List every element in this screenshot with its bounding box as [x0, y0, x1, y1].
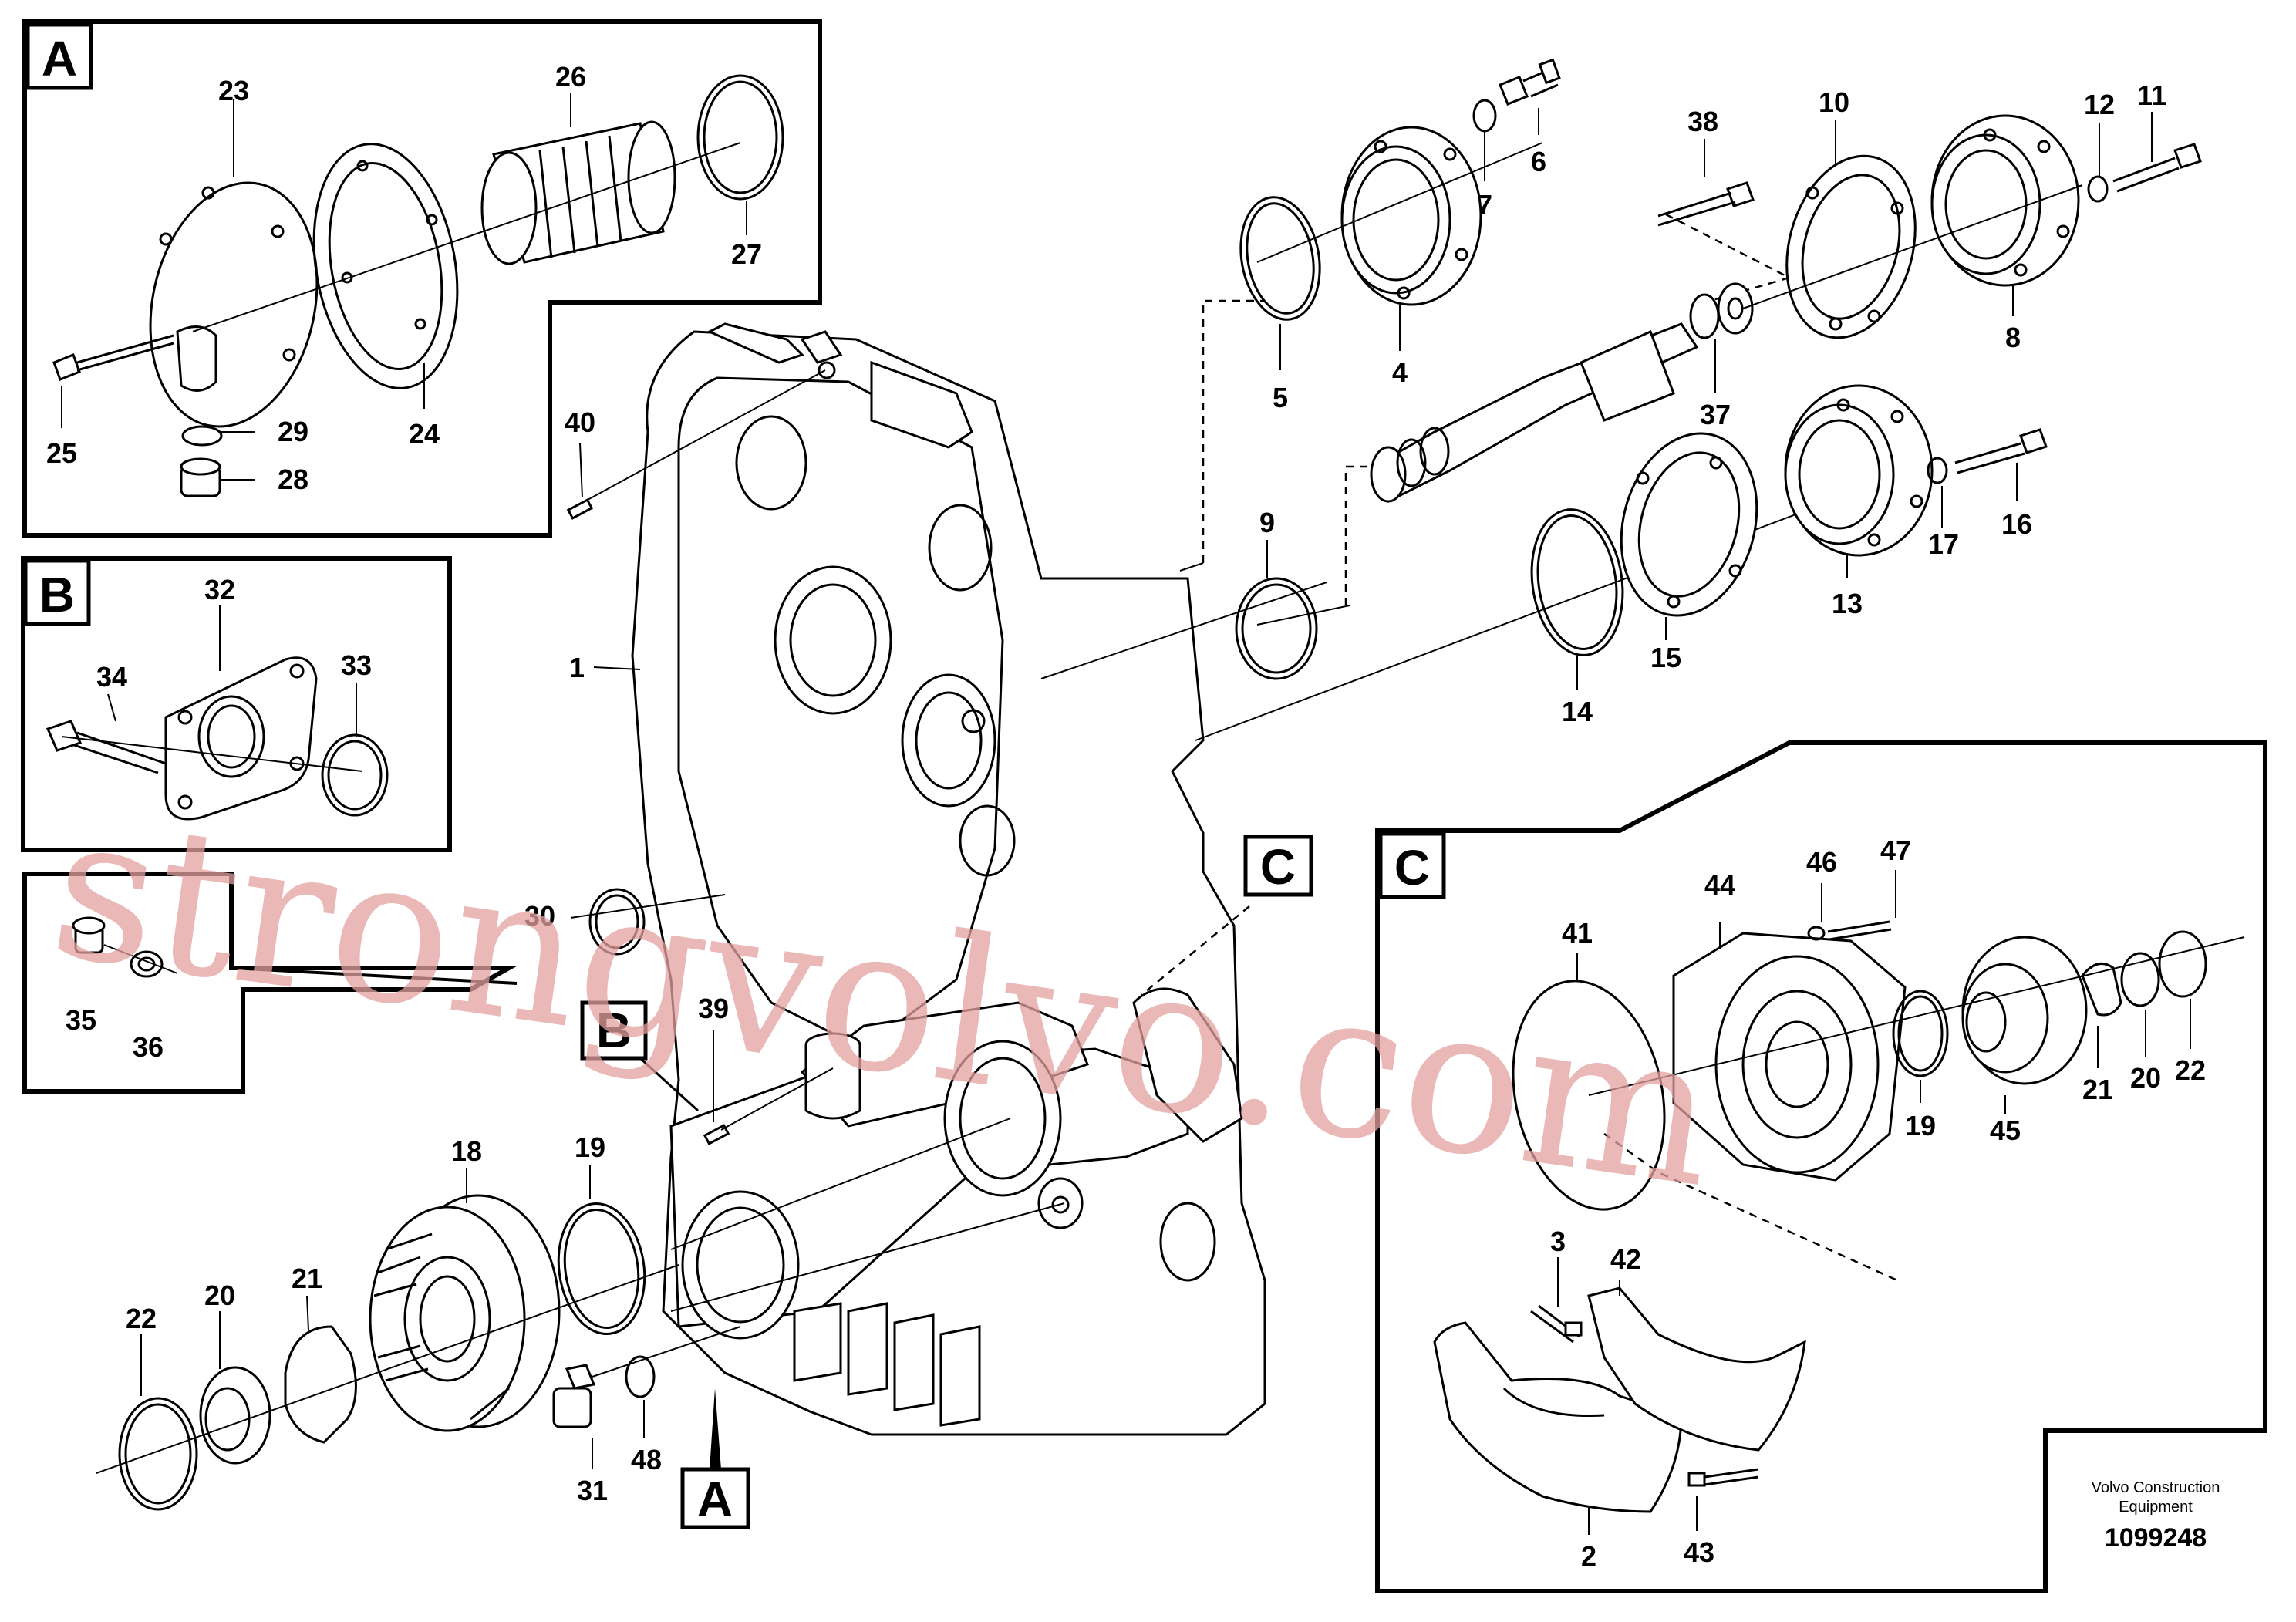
callout-b-label: B [596, 1003, 632, 1058]
shaft-assembly: 5 4 7 6 37 38 [1202, 58, 2202, 727]
part-label-38: 38 [1687, 106, 1718, 137]
part-label-23: 23 [218, 75, 249, 106]
part-label-43: 43 [1684, 1536, 1714, 1568]
part-label-19c: 19 [1905, 1110, 1936, 1141]
part-label-25: 25 [46, 437, 77, 469]
part-label-20: 20 [204, 1280, 235, 1311]
part-label-40: 40 [565, 406, 595, 438]
part-label-29: 29 [278, 416, 308, 447]
inset-b-label: B [39, 567, 75, 622]
part-label-3: 3 [1550, 1226, 1566, 1257]
part-label-47: 47 [1880, 835, 1911, 866]
part-label-26: 26 [555, 61, 586, 93]
part-label-8: 8 [2005, 322, 2021, 353]
part-label-20c: 20 [2130, 1062, 2161, 1094]
part-label-48: 48 [631, 1444, 662, 1475]
part-label-39: 39 [698, 993, 729, 1024]
part-label-16: 16 [2001, 508, 2032, 540]
callout-a-label: A [697, 1472, 733, 1527]
company-name-line2: Equipment [2119, 1499, 2193, 1516]
part-label-28: 28 [278, 464, 308, 495]
transmission-housing: 1 40 30 39 [524, 322, 1852, 1436]
part-label-27: 27 [731, 238, 762, 270]
drawing-number: 1099248 [2105, 1523, 2207, 1553]
output-flange-assembly: 18 19 21 20 22 31 48 [96, 1131, 741, 1511]
part-label-4: 4 [1392, 356, 1408, 388]
part-label-2: 2 [1581, 1540, 1596, 1572]
part-label-10: 10 [1819, 86, 1849, 118]
inset-a-label: A [42, 31, 77, 86]
part-label-14: 14 [1562, 696, 1593, 727]
inset-a: A [22, 19, 822, 538]
part-label-37: 37 [1700, 399, 1731, 430]
inset-c-label: C [1394, 840, 1430, 895]
inset-b: B 32 34 33 [21, 556, 452, 852]
part-label-22c: 22 [2175, 1054, 2206, 1086]
part-label-9: 9 [1259, 507, 1275, 538]
part-label-45: 45 [1990, 1114, 2021, 1146]
inset-c: C 41 44 46 47 19 45 21 [1375, 740, 2267, 1593]
part-label-13: 13 [1832, 588, 1863, 619]
callout-b: B [580, 1000, 700, 1112]
callout-c-label: C [1260, 839, 1296, 895]
part-label-46: 46 [1806, 846, 1837, 878]
part-label-44: 44 [1704, 869, 1735, 901]
callout-c: C [1141, 835, 1313, 996]
part-label-33: 33 [341, 649, 372, 681]
part-label-19: 19 [575, 1131, 605, 1163]
callout-a: A [680, 1388, 750, 1529]
part-label-21: 21 [292, 1263, 322, 1294]
part-label-34: 34 [96, 661, 127, 693]
part-label-36: 36 [133, 1031, 164, 1063]
part-label-22: 22 [126, 1303, 157, 1334]
part-label-41: 41 [1562, 917, 1593, 949]
company-name-line1: Volvo Construction [2092, 1479, 2220, 1496]
part-label-6: 6 [1531, 146, 1546, 177]
drawing-footer: Volvo Construction Equipment 1099248 [2092, 1479, 2220, 1553]
part-label-7: 7 [1477, 189, 1492, 221]
inset-plug: 35 36 [22, 872, 518, 1094]
part-label-17: 17 [1928, 528, 1959, 560]
part-label-24: 24 [409, 418, 440, 450]
part-label-35: 35 [66, 1004, 96, 1036]
part-label-32: 32 [204, 574, 235, 605]
part-label-5: 5 [1273, 382, 1288, 413]
part-label-21c: 21 [2082, 1074, 2113, 1105]
part-label-11: 11 [2137, 79, 2166, 111]
part-label-15: 15 [1650, 642, 1681, 673]
part-label-18: 18 [451, 1135, 482, 1167]
part-label-30: 30 [524, 900, 555, 932]
part-label-42: 42 [1610, 1243, 1641, 1275]
part-label-12: 12 [2084, 89, 2115, 120]
part-label-31: 31 [577, 1475, 608, 1506]
part-label-1: 1 [569, 652, 585, 683]
